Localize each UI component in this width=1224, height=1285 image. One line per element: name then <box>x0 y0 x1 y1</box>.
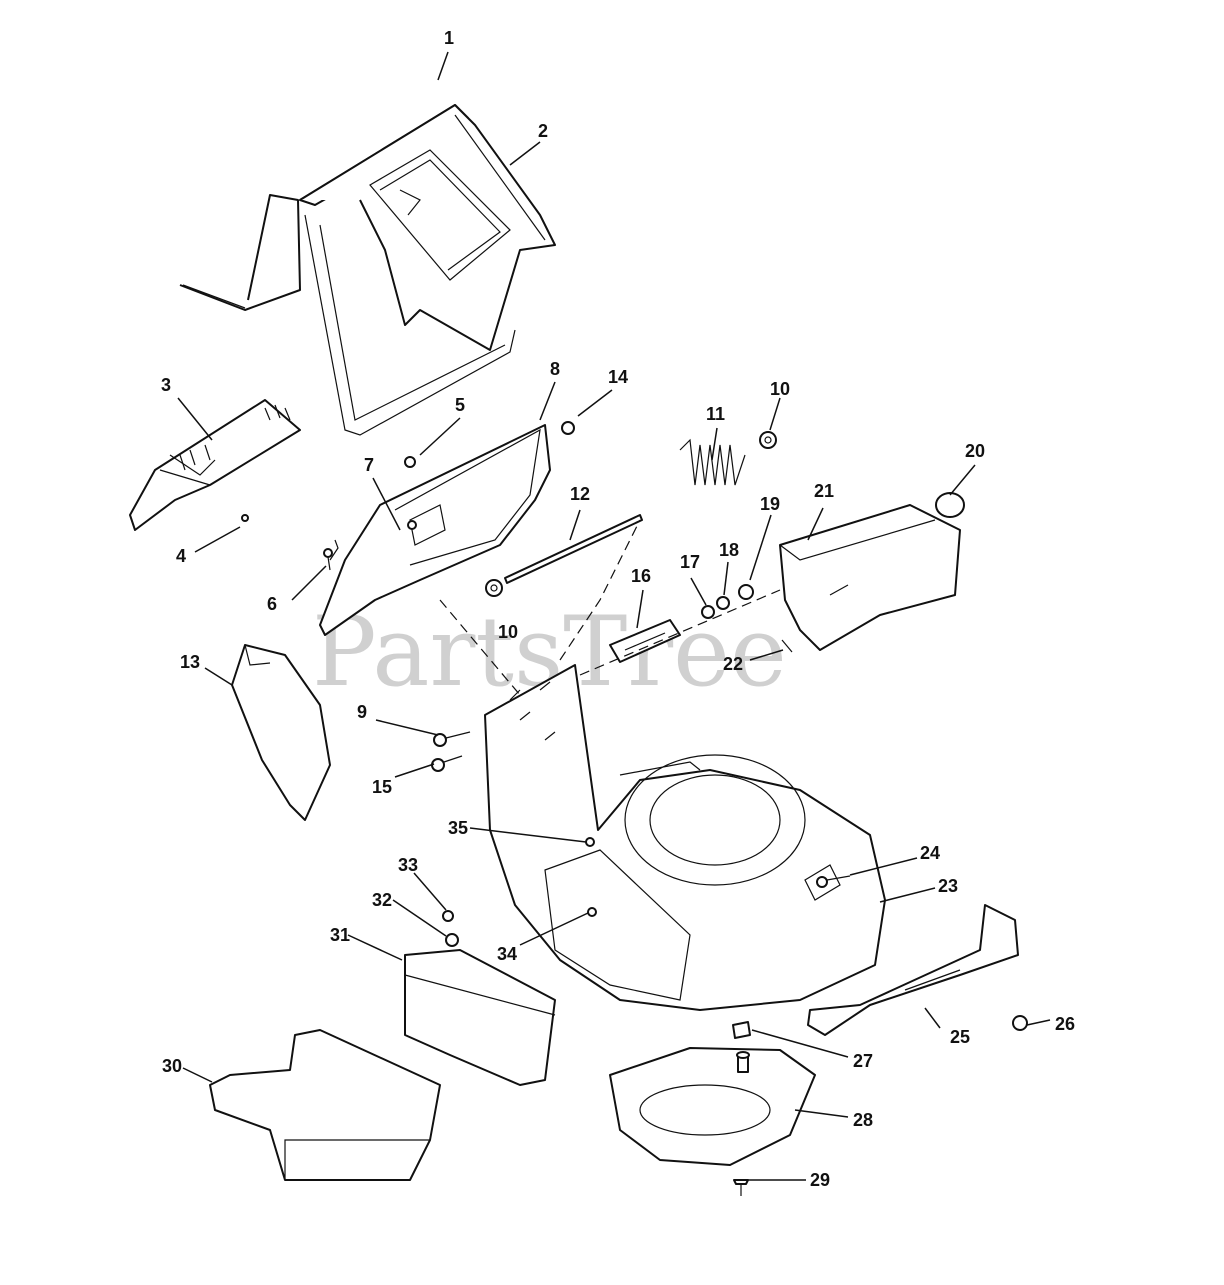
callout-21: 21 <box>814 481 834 501</box>
spring-part <box>679 431 777 486</box>
callout-13: 13 <box>180 652 200 672</box>
callout-28: 28 <box>853 1110 873 1130</box>
callout-1: 1 <box>444 28 454 48</box>
callout-33: 33 <box>398 855 418 875</box>
mulch-cover-part <box>209 1029 441 1181</box>
nut-part-26 <box>1012 1015 1028 1031</box>
leader-lines <box>177 51 1051 1181</box>
bowl-part <box>609 1047 816 1166</box>
bolt-part-24 <box>816 875 851 888</box>
latch-part <box>609 584 754 663</box>
screw-part-29 <box>733 1179 749 1196</box>
callout-7: 7 <box>364 455 374 475</box>
side-chute-part <box>404 949 556 1086</box>
callout-20: 20 <box>965 441 985 461</box>
callout-17: 17 <box>680 552 700 572</box>
callout-9: 9 <box>357 702 367 722</box>
discharge-door-part <box>231 644 331 821</box>
callout-2: 2 <box>538 121 548 141</box>
callout-15: 15 <box>372 777 392 797</box>
callout-8: 8 <box>550 359 560 379</box>
clip-part-27 <box>732 1021 751 1039</box>
front-baffle-part <box>807 904 1019 1036</box>
nut-part-10 <box>485 579 503 597</box>
callout-3: 3 <box>161 375 171 395</box>
callout-19: 19 <box>760 494 780 514</box>
callout-14: 14 <box>608 367 628 387</box>
callout-22: 22 <box>723 654 743 674</box>
callout-35: 35 <box>448 818 468 838</box>
callout-4: 4 <box>176 546 186 566</box>
callout-12: 12 <box>570 484 590 504</box>
callout-24: 24 <box>920 843 940 863</box>
callout-16: 16 <box>631 566 651 586</box>
small-hardware <box>442 837 597 947</box>
callout-29: 29 <box>810 1170 830 1190</box>
callout-5: 5 <box>455 395 465 415</box>
callout-11: 11 <box>706 404 725 424</box>
callout-6: 6 <box>267 594 277 614</box>
callout-10-upper: 10 <box>770 379 790 399</box>
rod-part <box>504 514 643 584</box>
callout-25: 25 <box>950 1027 970 1047</box>
callout-26: 26 <box>1055 1014 1075 1034</box>
callout-18: 18 <box>719 540 739 560</box>
callout-30: 30 <box>162 1056 182 1076</box>
callout-labels: 1 2 3 4 5 6 7 8 9 10 10 11 12 13 14 15 1… <box>161 28 1075 1190</box>
rear-cover-part <box>779 492 965 653</box>
deck-housing-part <box>484 664 886 1011</box>
hinge-bracket-part <box>129 399 301 531</box>
alignment-lines <box>439 519 781 696</box>
bolts-part <box>431 731 471 772</box>
bag-frame-part <box>179 104 556 436</box>
callout-27: 27 <box>853 1051 873 1071</box>
callout-34: 34 <box>497 944 517 964</box>
callout-32: 32 <box>372 890 392 910</box>
callout-23: 23 <box>938 876 958 896</box>
callout-31: 31 <box>330 925 350 945</box>
mounting-plate-part <box>319 421 575 636</box>
callout-10-lower: 10 <box>498 622 518 642</box>
screw-part-6 <box>323 548 333 571</box>
